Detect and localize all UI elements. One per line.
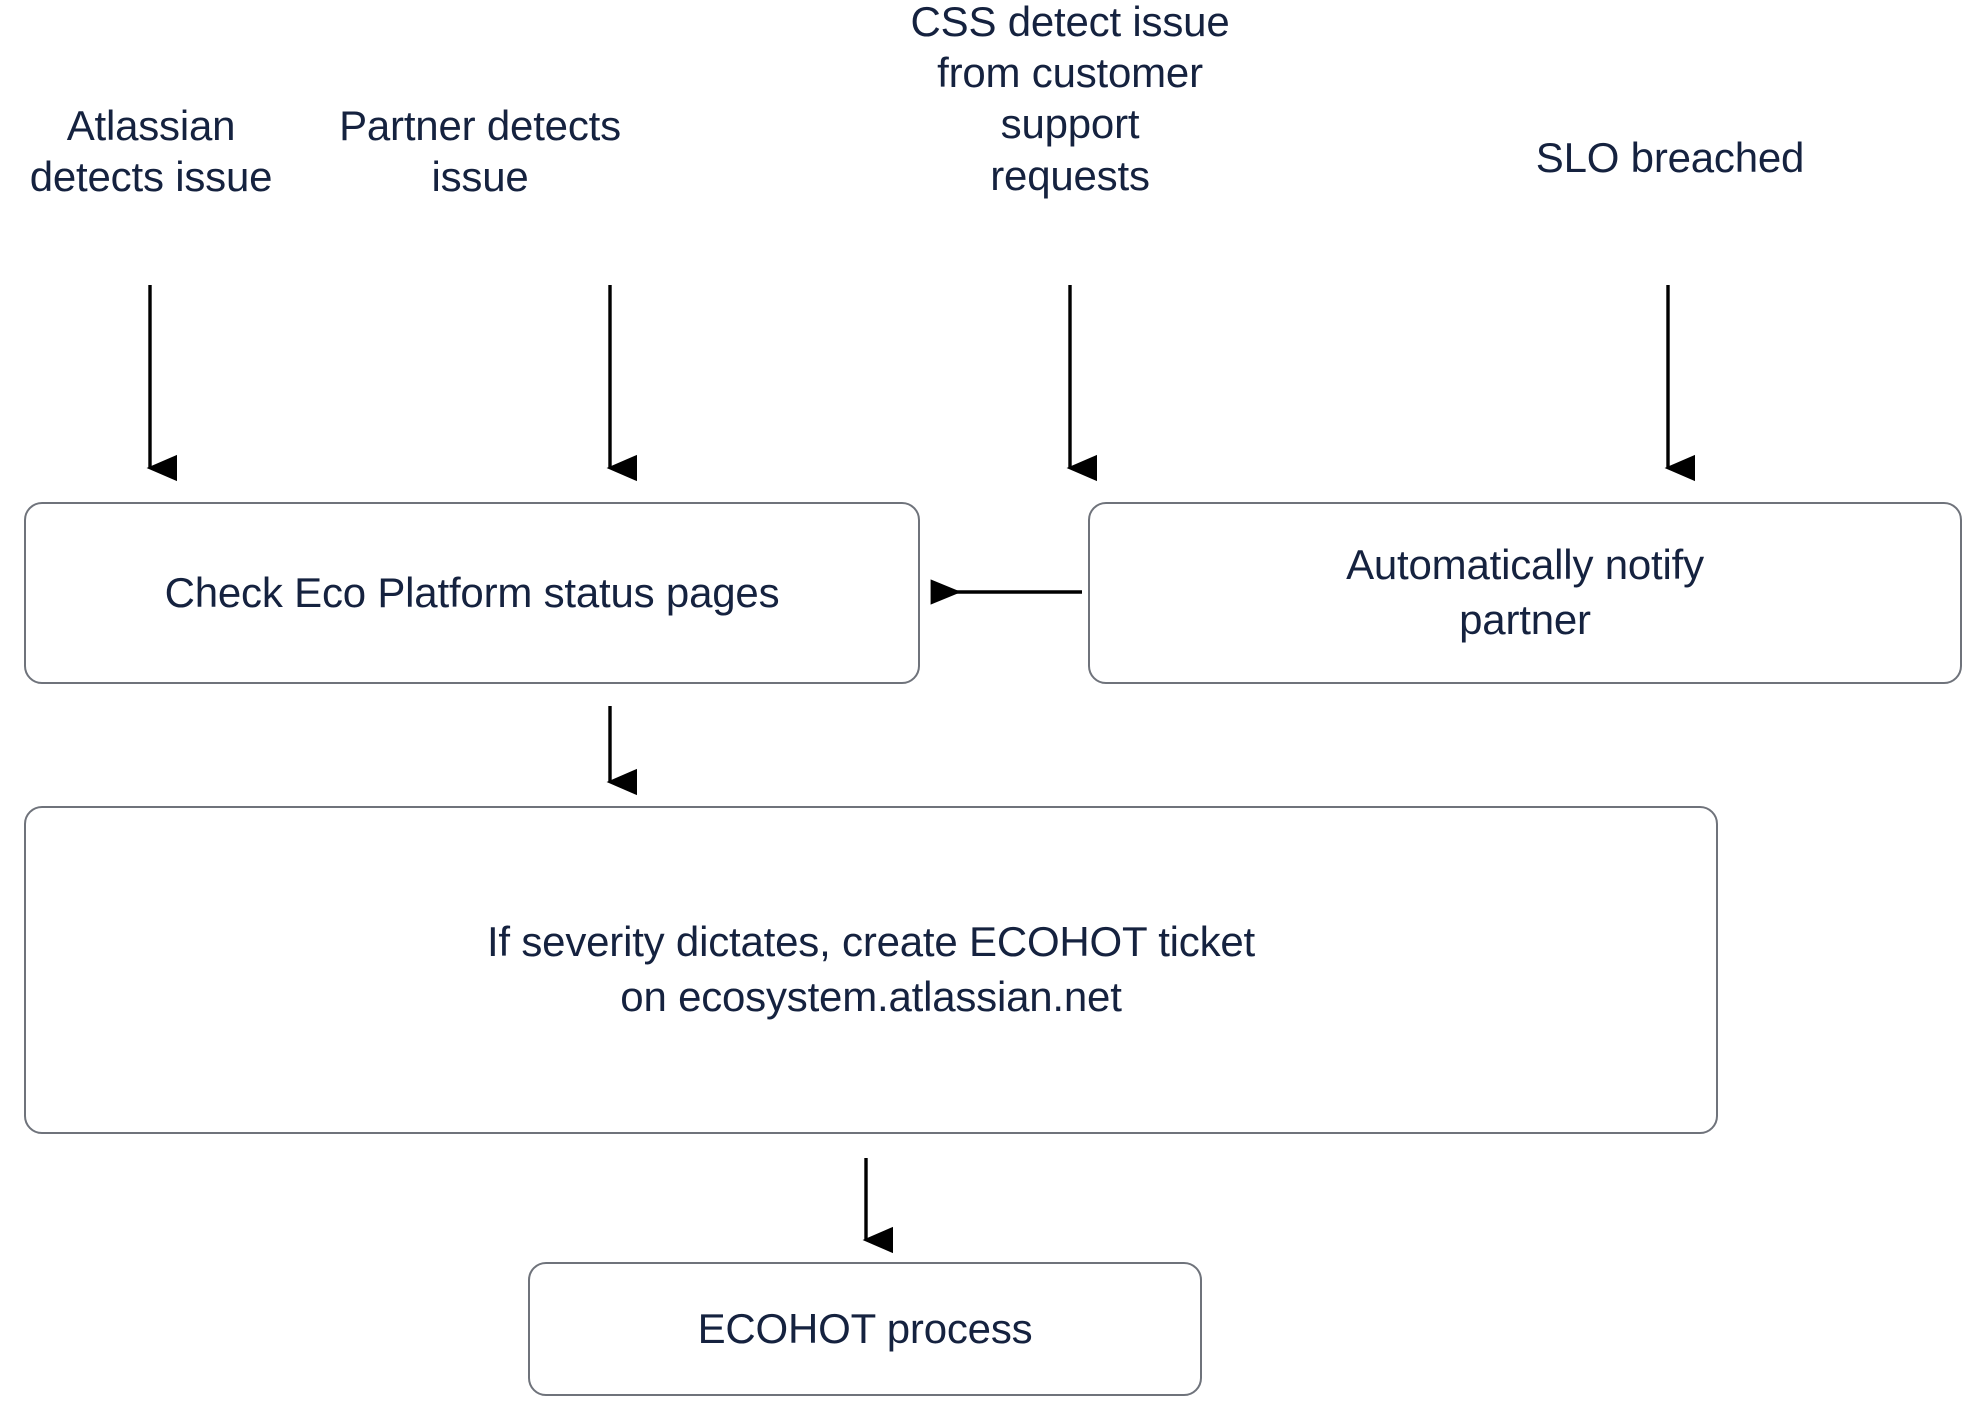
node-check-status-pages[interactable]: Check Eco Platform status pages: [24, 502, 920, 684]
node-notify-partner-label: Automatically notify partner: [1346, 541, 1704, 643]
trigger-label-css-detects: CSS detect issue from customer support r…: [910, 0, 1230, 199]
node-create-ticket-label: If severity dictates, create ECOHOT tick…: [486, 918, 1256, 1020]
node-ecohot-process[interactable]: ECOHOT process: [528, 1262, 1202, 1396]
node-notify-partner[interactable]: Automatically notify partner: [1088, 502, 1962, 684]
trigger-label-partner-detects: Partner detects issue: [339, 102, 621, 201]
trigger-label-atlassian-detects: Atlassian detects issue: [29, 102, 273, 201]
node-check-status-pages-label: Check Eco Platform status pages: [164, 568, 780, 616]
node-ecohot-process-label: ECOHOT process: [697, 1304, 1033, 1352]
trigger-label-slo-breached: SLO breached: [1535, 134, 1805, 181]
node-create-ticket[interactable]: If severity dictates, create ECOHOT tick…: [24, 806, 1718, 1134]
